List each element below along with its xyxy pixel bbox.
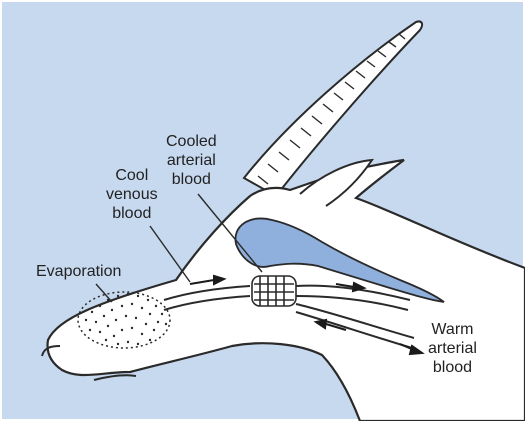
- label-cool-venous-blood: Cool venous blood: [106, 166, 158, 223]
- carotid-rete: [252, 276, 296, 306]
- label-warm-arterial-blood: Warm arterial blood: [428, 320, 477, 377]
- label-evaporation: Evaporation: [36, 262, 121, 281]
- label-cooled-arterial-blood: Cooled arterial blood: [166, 132, 217, 189]
